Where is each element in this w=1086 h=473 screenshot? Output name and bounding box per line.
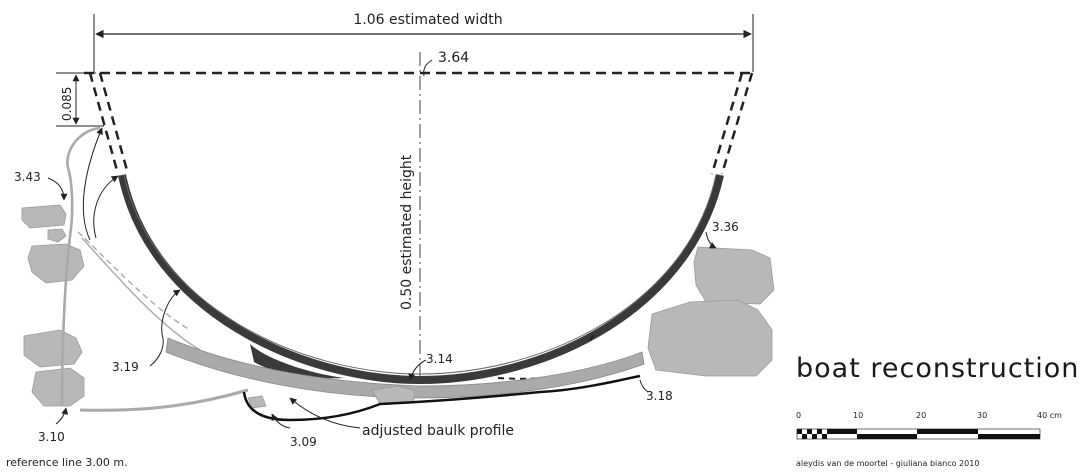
label-309: 3.09 <box>290 435 317 449</box>
leader-310 <box>55 407 69 425</box>
baulk-plank <box>165 337 645 399</box>
scale-tick-0: 0 <box>796 411 801 420</box>
offset-label: 0.085 <box>60 87 74 121</box>
hull-inner-line <box>123 174 717 375</box>
stone <box>27 243 85 284</box>
stone <box>371 385 415 405</box>
stone <box>21 204 67 229</box>
callout-leaders <box>47 127 717 429</box>
stone <box>693 246 775 305</box>
credit-text: aleydis van de moortel - giuliana bianco… <box>796 459 979 468</box>
label-319: 3.19 <box>112 360 139 374</box>
height-label: 0.50 estimated height <box>399 154 415 310</box>
scale-tick-10: 10 <box>853 411 863 420</box>
stone <box>647 299 773 377</box>
reference-line-label: reference line 3.00 m. <box>6 456 128 469</box>
scale-tick-40: 40 cm <box>1037 411 1062 420</box>
baulk-profile-label: adjusted baulk profile <box>362 423 514 439</box>
offset-dimension: 0.085 <box>56 72 104 127</box>
leader-top-left <box>93 175 119 239</box>
leader-baulk <box>289 397 361 429</box>
stone <box>247 395 267 409</box>
width-label: 1.06 estimated width <box>353 12 502 28</box>
leader-318 <box>639 379 649 393</box>
scale-tick-30: 30 <box>977 411 987 420</box>
leader-343-arc <box>82 127 103 241</box>
leader-343 <box>47 177 68 201</box>
label-364: 3.64 <box>438 50 469 66</box>
stone <box>23 329 83 368</box>
scale-bar: 0 10 20 30 40 cm <box>796 411 1062 440</box>
label-318: 3.18 <box>646 389 673 403</box>
label-343: 3.43 <box>14 170 41 184</box>
stones-left <box>21 204 85 407</box>
soil-profile-lines <box>60 126 249 412</box>
leader-314 <box>408 359 427 381</box>
diagram-title: boat reconstruction <box>796 353 1079 384</box>
leader-309 <box>271 413 291 429</box>
label-364-leader <box>423 59 433 77</box>
stone <box>47 228 67 243</box>
leader-336 <box>705 231 717 249</box>
label-310: 3.10 <box>38 430 65 444</box>
stone <box>31 367 85 407</box>
label-336: 3.36 <box>712 220 739 234</box>
width-dimension: 1.06 estimated width <box>93 12 754 72</box>
stones-right <box>647 246 775 377</box>
hull-cross-section <box>118 174 724 385</box>
label-314: 3.14 <box>426 352 453 366</box>
hull-dashed-extensions <box>88 72 754 175</box>
leader-319 <box>149 289 181 367</box>
scale-tick-20: 20 <box>916 411 926 420</box>
